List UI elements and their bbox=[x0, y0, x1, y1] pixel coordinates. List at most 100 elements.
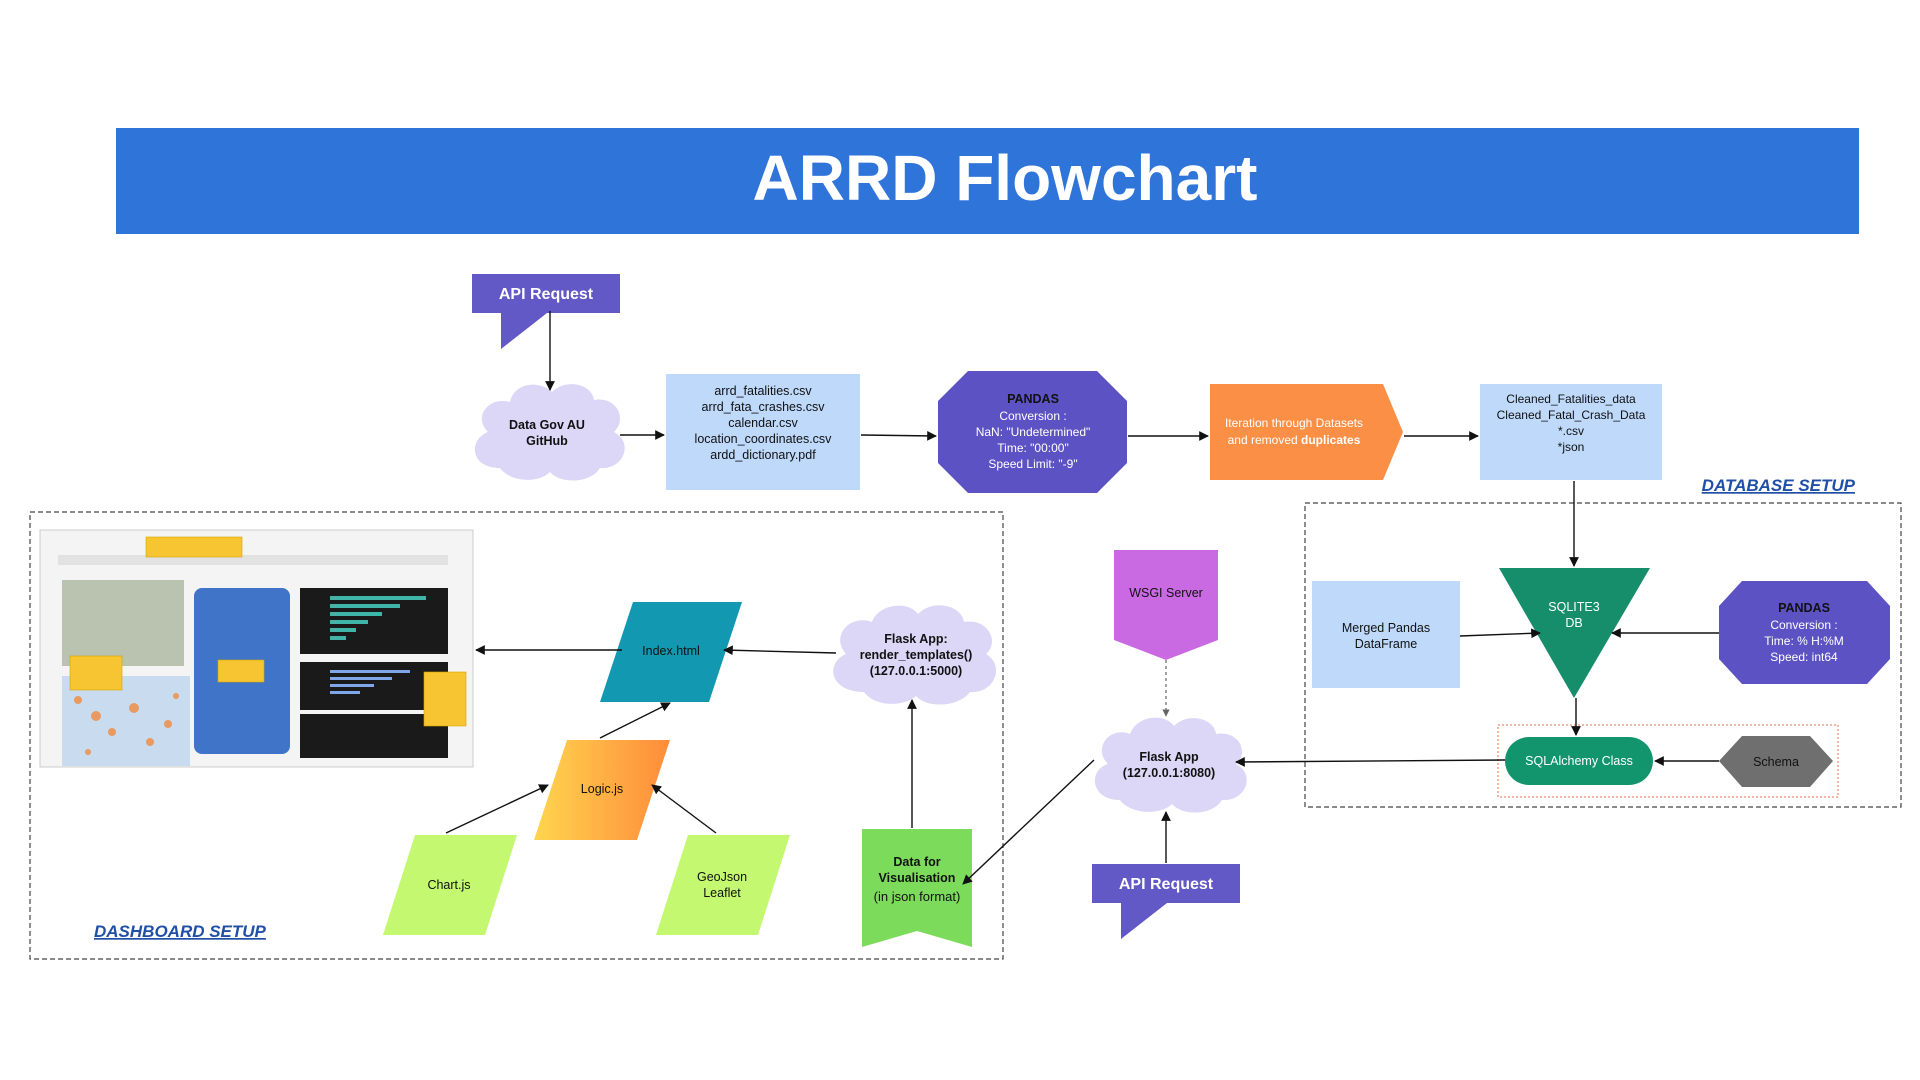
sqlite-db-line-2: DB bbox=[1565, 616, 1582, 630]
schema-shape bbox=[1719, 736, 1833, 787]
iteration-line-1: Iteration through Datasets bbox=[1225, 416, 1363, 430]
merged-dataframe-box bbox=[1312, 581, 1460, 688]
sqlalchemy-shape bbox=[1505, 737, 1653, 785]
edge-geojson-to-logic bbox=[651, 784, 717, 834]
logic-js-node: Logic.js bbox=[534, 740, 670, 840]
schema-node: Schema bbox=[1719, 736, 1833, 787]
thumb-bar bbox=[330, 620, 368, 624]
sqlalchemy-node: SQLAlchemy Class bbox=[1505, 737, 1653, 785]
cleaned-file-3: *.csv bbox=[1558, 424, 1584, 438]
source-file-5: ardd_dictionary.pdf bbox=[710, 448, 816, 462]
thumb-bar bbox=[330, 691, 360, 694]
data-vis-line-3: (in json format) bbox=[874, 889, 961, 904]
api-request-top-label: API Request bbox=[499, 286, 594, 303]
flask-5000-node: Flask App: render_templates() (127.0.0.1… bbox=[833, 605, 997, 705]
connectors bbox=[445, 311, 1719, 885]
iteration-node: Iteration through Datasets and removed d… bbox=[1210, 384, 1403, 480]
heat-dot bbox=[91, 711, 101, 721]
sqlite-db-shape bbox=[1499, 568, 1650, 698]
merged-dataframe-line-2: DataFrame bbox=[1355, 637, 1418, 651]
merged-dataframe-line-1: Merged Pandas bbox=[1342, 621, 1430, 635]
geojson-shape bbox=[656, 835, 790, 935]
logic-js-shape bbox=[534, 740, 670, 840]
api-request-bottom-shape bbox=[1092, 864, 1240, 939]
data-gov-cloud-shape bbox=[474, 384, 625, 481]
source-files-node: arrd_fatalities.csv arrd_fata_crashes.cs… bbox=[666, 374, 860, 490]
dashboard-thumb-note-1 bbox=[145, 536, 243, 558]
pandas-conversion-line-3: Time: "00:00" bbox=[997, 441, 1068, 455]
heat-dot bbox=[129, 703, 139, 713]
data-vis-line-1: Data for bbox=[893, 855, 940, 869]
edge-flask-5000-to-index bbox=[723, 645, 837, 656]
chart-js-shape bbox=[383, 835, 517, 935]
flask-5000-cloud-shape bbox=[833, 605, 997, 705]
pandas-time-line-2: Time: % H:%M bbox=[1764, 634, 1844, 648]
pandas-time-line-1: Conversion : bbox=[1770, 618, 1837, 632]
thumb-bar bbox=[330, 628, 356, 632]
pandas-time-line-3: Speed: int64 bbox=[1770, 650, 1838, 664]
wsgi-server-node: WSGI Server bbox=[1114, 550, 1218, 660]
edge-logic-to-index bbox=[599, 702, 671, 739]
data-vis-node: Data for Visualisation (in json format) bbox=[862, 829, 972, 947]
thumb-bar bbox=[330, 604, 400, 608]
source-file-3: calendar.csv bbox=[728, 416, 798, 430]
dashboard-setup-frame bbox=[29, 511, 1004, 960]
dashboard-screenshot-thumbnail bbox=[39, 529, 474, 768]
index-html-label: Index.html bbox=[642, 644, 700, 658]
edge-sqlalchemy-to-flask-8080 bbox=[1235, 757, 1506, 767]
dashboard-thumb-heatmap-dots bbox=[74, 693, 179, 755]
dashboard-thumb-chart-bars bbox=[330, 596, 426, 640]
data-gov-cloud-node: Data Gov AU GitHub bbox=[474, 384, 625, 481]
page-title: ARRD Flowchart bbox=[753, 142, 1258, 214]
thumb-bar bbox=[330, 684, 374, 687]
iteration-shape bbox=[1210, 384, 1403, 480]
cleaned-file-1: Cleaned_Fatalities_data bbox=[1506, 392, 1636, 406]
flask-8080-cloud-shape bbox=[1094, 717, 1247, 813]
dashboard-thumb-chart-bars-2 bbox=[330, 670, 410, 694]
index-html-node: Index.html bbox=[600, 602, 742, 702]
source-files-box bbox=[666, 374, 860, 490]
pandas-conversion-line-2: NaN: "Undetermined" bbox=[976, 425, 1091, 439]
heat-dot bbox=[164, 720, 172, 728]
flask-5000-line-3: (127.0.0.1:5000) bbox=[870, 664, 962, 678]
dashboard-setup-label: DASHBOARD SETUP bbox=[94, 922, 267, 941]
dashboard-thumb-map-top bbox=[62, 580, 184, 666]
flask-5000-line-2: render_templates() bbox=[860, 648, 973, 662]
schema-label: Schema bbox=[1753, 755, 1799, 769]
heat-dot bbox=[146, 738, 154, 746]
api-request-top-node: API Request bbox=[472, 274, 620, 349]
dashboard-thumb-chart-3 bbox=[300, 714, 448, 758]
edge-chartjs-to-logic bbox=[445, 784, 549, 834]
chart-js-label: Chart.js bbox=[427, 878, 470, 892]
edge-merged-to-sqlite bbox=[1459, 628, 1541, 639]
cleaned-files-node: Cleaned_Fatalities_data Cleaned_Fatal_Cr… bbox=[1480, 384, 1662, 480]
geojson-line-1: GeoJson bbox=[697, 870, 747, 884]
data-vis-shape bbox=[862, 829, 972, 947]
api-request-bottom-node: API Request bbox=[1092, 864, 1240, 939]
api-request-bottom-label: API Request bbox=[1119, 876, 1214, 893]
geojson-node: GeoJson Leaflet bbox=[656, 835, 790, 935]
data-gov-line-2: GitHub bbox=[526, 434, 568, 448]
flask-5000-line-1: Flask App: bbox=[884, 632, 947, 646]
dashboard-thumb-toolbar bbox=[58, 555, 448, 565]
heat-dot bbox=[85, 749, 91, 755]
iteration-line-2-bold: duplicates bbox=[1301, 433, 1361, 447]
wsgi-server-label: WSGI Server bbox=[1129, 586, 1203, 600]
pandas-time-shape bbox=[1719, 581, 1890, 684]
dashboard-thumb-note-2 bbox=[69, 655, 123, 691]
iteration-line-2: and removed duplicates bbox=[1228, 433, 1361, 447]
wsgi-server-shape bbox=[1114, 550, 1218, 660]
geojson-line-2: Leaflet bbox=[703, 886, 741, 900]
database-setup-label: DATABASE SETUP bbox=[1702, 476, 1856, 495]
thumb-bar bbox=[330, 670, 410, 673]
dashboard-thumb-note-4 bbox=[423, 671, 467, 727]
data-gov-line-1: Data Gov AU bbox=[509, 418, 585, 432]
flask-8080-node: Flask App (127.0.0.1:8080) bbox=[1094, 717, 1247, 813]
edge-flask-8080-to-data-vis bbox=[962, 759, 1095, 885]
pandas-conversion-line-1: Conversion : bbox=[999, 409, 1066, 423]
thumb-bar bbox=[330, 636, 346, 640]
title-bar bbox=[116, 128, 1859, 234]
source-file-4: location_coordinates.csv bbox=[695, 432, 833, 446]
dashboard-thumb-note-3 bbox=[217, 659, 265, 683]
heat-dot bbox=[74, 696, 82, 704]
